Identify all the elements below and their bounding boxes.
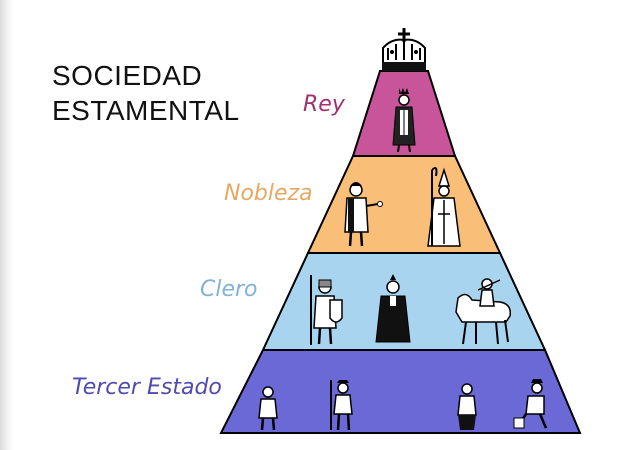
- title-line-1: SOCIEDAD: [52, 60, 203, 91]
- knight-figure-icon: [310, 275, 343, 345]
- king-figure-icon: [392, 88, 416, 153]
- peasant-figure-icon: [258, 386, 278, 431]
- monk-figure-icon: [375, 274, 411, 343]
- tier-tercer-estado: [219, 349, 582, 434]
- noble-figure-icon: [344, 182, 383, 247]
- tier-label-tercer-estado: Tercer Estado: [72, 375, 222, 400]
- crown-icon: [382, 28, 426, 71]
- tier-label-rey: Rey: [303, 92, 345, 117]
- bishop-figure-icon: [427, 167, 461, 247]
- peasant-figure-icon: [457, 383, 477, 430]
- tier-label-nobleza: Nobleza: [224, 181, 313, 206]
- peasant-figure-icon: [330, 380, 353, 431]
- tier-nobleza: [306, 155, 502, 254]
- tier-label-clero: Clero: [200, 277, 258, 302]
- page-edge-shadow: [0, 0, 14, 450]
- horseman-figure-icon: [455, 278, 512, 345]
- title-line-2: ESTAMENTAL: [52, 95, 240, 126]
- peasant-figure-icon: [513, 379, 548, 429]
